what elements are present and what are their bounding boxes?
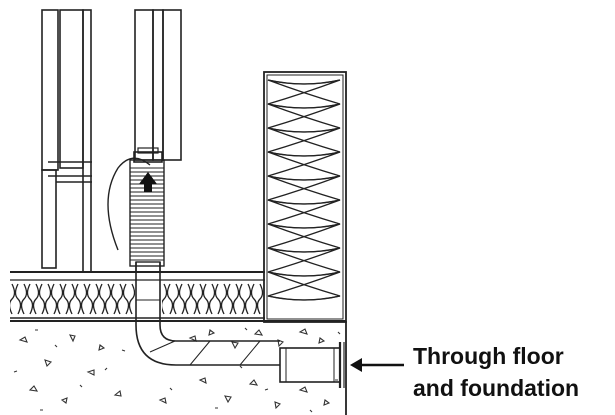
- callout-line-1: Through floor: [413, 343, 564, 369]
- duct-run: [135, 262, 280, 366]
- callout-line-2: and foundation: [413, 375, 580, 401]
- concrete-foundation: [10, 320, 347, 415]
- callout-arrow-icon: [350, 358, 404, 372]
- wall-sleeve: [279, 342, 345, 388]
- floor-insulation-left: [10, 283, 135, 315]
- wall-insulation: [267, 79, 341, 301]
- floor-insulation-right: [162, 283, 264, 315]
- callout-label: Through floor and foundation: [413, 340, 613, 404]
- flex-duct: [107, 147, 165, 273]
- floor-surface: [10, 271, 265, 281]
- airflow-arrow-icon: [139, 172, 157, 192]
